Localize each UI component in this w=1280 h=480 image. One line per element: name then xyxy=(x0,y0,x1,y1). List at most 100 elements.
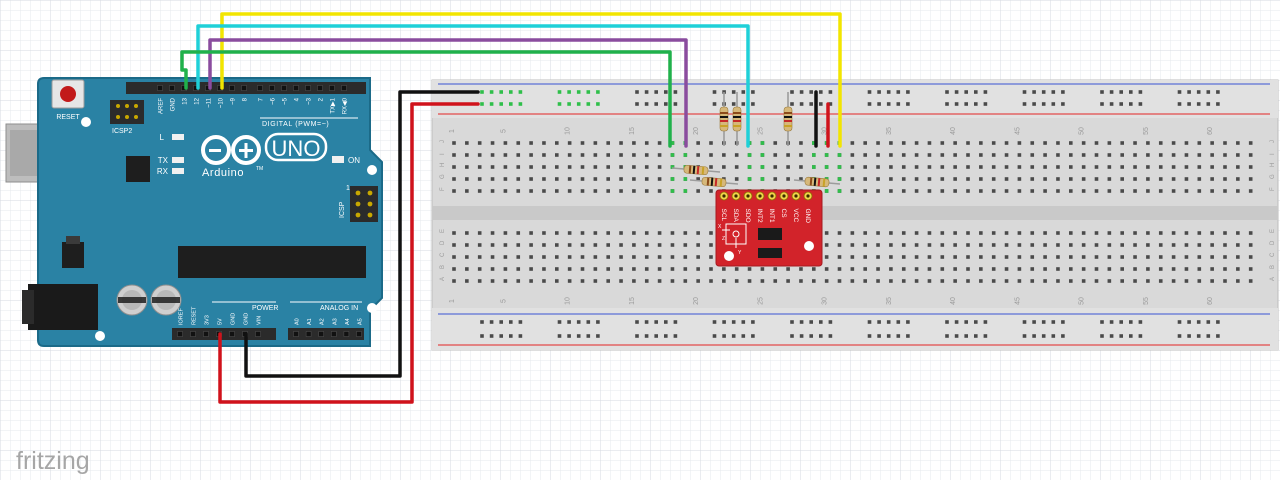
breadboard-hole[interactable] xyxy=(1184,141,1189,145)
breadboard-hole[interactable] xyxy=(518,90,523,94)
breadboard-hole[interactable] xyxy=(664,102,668,106)
breadboard-hole[interactable] xyxy=(503,165,508,169)
breadboard-hole[interactable] xyxy=(1056,255,1060,259)
breadboard-hole[interactable] xyxy=(760,267,765,271)
breadboard-hole[interactable] xyxy=(940,279,945,283)
breadboard-hole[interactable] xyxy=(863,279,867,283)
breadboard-hole[interactable] xyxy=(1210,243,1214,247)
breadboard-hole[interactable] xyxy=(1043,279,1047,283)
breadboard-hole[interactable] xyxy=(1236,255,1240,259)
breadboard-hole[interactable] xyxy=(1120,255,1124,259)
breadboard-hole[interactable] xyxy=(1017,255,1022,259)
breadboard-hole[interactable] xyxy=(586,90,591,94)
breadboard-hole[interactable] xyxy=(1236,153,1240,157)
breadboard-hole[interactable] xyxy=(927,231,932,235)
breadboard-hole[interactable] xyxy=(593,189,598,193)
breadboard-hole[interactable] xyxy=(1081,153,1086,157)
breadboard-hole[interactable] xyxy=(889,189,893,193)
breadboard-hole[interactable] xyxy=(828,334,833,338)
breadboard-hole[interactable] xyxy=(747,153,752,157)
breadboard-hole[interactable] xyxy=(979,231,983,235)
breadboard-hole[interactable] xyxy=(1081,189,1086,193)
breadboard-hole[interactable] xyxy=(966,267,970,271)
digital-pin[interactable] xyxy=(229,85,235,91)
breadboard-hole[interactable] xyxy=(1081,267,1086,271)
breadboard-hole[interactable] xyxy=(1056,153,1060,157)
breadboard-hole[interactable] xyxy=(664,90,668,94)
breadboard-hole[interactable] xyxy=(1177,102,1182,106)
breadboard-hole[interactable] xyxy=(1138,90,1143,94)
breadboard-hole[interactable] xyxy=(1138,334,1143,338)
wire-red-3v3[interactable] xyxy=(218,102,480,404)
breadboard-hole[interactable] xyxy=(1120,189,1124,193)
breadboard-hole[interactable] xyxy=(1206,102,1211,106)
breadboard-hole[interactable] xyxy=(927,189,932,193)
breadboard-hole[interactable] xyxy=(1158,243,1163,247)
breadboard-hole[interactable] xyxy=(452,189,456,193)
breadboard-hole[interactable] xyxy=(1043,267,1047,271)
breadboard-hole[interactable] xyxy=(632,141,636,145)
breadboard-hole[interactable] xyxy=(516,267,521,271)
breadboard-hole[interactable] xyxy=(529,189,533,193)
breadboard-hole[interactable] xyxy=(1171,243,1176,247)
breadboard-hole[interactable] xyxy=(1056,141,1060,145)
breadboard-hole[interactable] xyxy=(1158,189,1163,193)
breadboard-hole[interactable] xyxy=(580,165,585,169)
breadboard-hole[interactable] xyxy=(477,279,482,283)
breadboard-hole[interactable] xyxy=(914,243,919,247)
breadboard-hole[interactable] xyxy=(966,141,970,145)
breadboard-hole[interactable] xyxy=(1133,177,1137,181)
breadboard-hole[interactable] xyxy=(799,267,803,271)
breadboard-hole[interactable] xyxy=(1107,279,1112,283)
breadboard-hole[interactable] xyxy=(1146,231,1150,235)
reset-button-cap[interactable] xyxy=(60,86,76,102)
breadboard-hole[interactable] xyxy=(1197,165,1202,169)
breadboard-hole[interactable] xyxy=(709,243,713,247)
breadboard-hole[interactable] xyxy=(1061,90,1065,94)
breadboard-hole[interactable] xyxy=(696,141,700,145)
breadboard-hole[interactable] xyxy=(1017,243,1022,247)
breadboard-hole[interactable] xyxy=(529,141,533,145)
breadboard-hole[interactable] xyxy=(901,243,906,247)
breadboard-hole[interactable] xyxy=(499,320,503,324)
breadboard-hole[interactable] xyxy=(1069,267,1073,271)
breadboard-hole[interactable] xyxy=(863,177,867,181)
digital-pin[interactable] xyxy=(269,85,275,91)
digital-pin[interactable] xyxy=(317,85,323,91)
breadboard-hole[interactable] xyxy=(751,320,755,324)
breadboard-hole[interactable] xyxy=(1248,255,1253,259)
breadboard-hole[interactable] xyxy=(927,177,932,181)
breadboard-hole[interactable] xyxy=(901,267,906,271)
breadboard-hole[interactable] xyxy=(896,102,901,106)
breadboard-hole[interactable] xyxy=(670,243,675,247)
breadboard-hole[interactable] xyxy=(812,165,816,169)
breadboard-hole[interactable] xyxy=(974,334,978,338)
power-pin[interactable] xyxy=(203,331,209,337)
breadboard-hole[interactable] xyxy=(1236,231,1240,235)
breadboard-hole[interactable] xyxy=(1032,102,1036,106)
breadboard-hole[interactable] xyxy=(876,141,880,145)
breadboard-hole[interactable] xyxy=(979,255,983,259)
breadboard-hole[interactable] xyxy=(1184,189,1189,193)
breadboard-hole[interactable] xyxy=(722,334,726,338)
breadboard-hole[interactable] xyxy=(837,255,842,259)
breadboard-hole[interactable] xyxy=(567,231,572,235)
breadboard-hole[interactable] xyxy=(1184,153,1189,157)
breadboard-hole[interactable] xyxy=(876,153,880,157)
breadboard-hole[interactable] xyxy=(1206,320,1211,324)
breadboard-hole[interactable] xyxy=(1197,279,1202,283)
breadboard-hole[interactable] xyxy=(1146,243,1150,247)
breadboard-hole[interactable] xyxy=(1171,165,1176,169)
breadboard-hole[interactable] xyxy=(1056,165,1060,169)
breadboard-hole[interactable] xyxy=(712,90,717,94)
breadboard-hole[interactable] xyxy=(465,231,469,235)
breadboard-hole[interactable] xyxy=(876,177,880,181)
breadboard-hole[interactable] xyxy=(979,267,983,271)
breadboard-hole[interactable] xyxy=(683,177,688,181)
breadboard-hole[interactable] xyxy=(940,153,945,157)
breadboard-hole[interactable] xyxy=(632,255,636,259)
breadboard-hole[interactable] xyxy=(673,320,678,324)
breadboard-hole[interactable] xyxy=(974,102,978,106)
breadboard-hole[interactable] xyxy=(1041,320,1046,324)
breadboard-hole[interactable] xyxy=(567,267,572,271)
